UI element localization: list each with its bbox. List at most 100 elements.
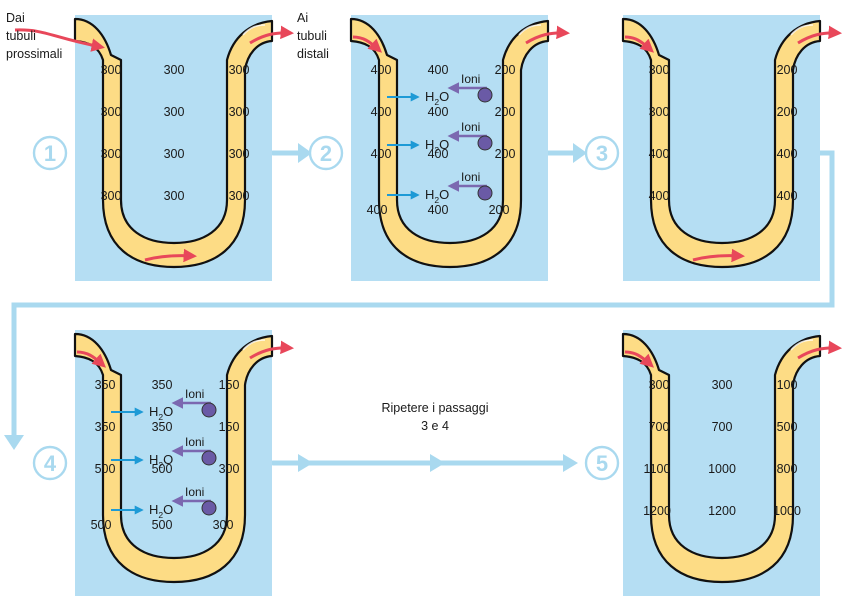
concentration-value: 300 xyxy=(101,105,122,119)
label-repeat: Ripetere i passaggi 3 e 4 xyxy=(381,401,488,433)
concentration-value: 300 xyxy=(649,63,670,77)
concentration-value: 300 xyxy=(101,63,122,77)
concentration-value: 300 xyxy=(164,147,185,161)
concentration-value: 400 xyxy=(367,203,388,217)
water-label: H2O xyxy=(149,502,173,520)
connector-heads xyxy=(4,143,587,472)
concentration-value: 500 xyxy=(777,420,798,434)
concentration-value: 300 xyxy=(164,63,185,77)
concentration-value: 300 xyxy=(649,378,670,392)
water-label: H2O xyxy=(149,404,173,422)
concentration-value: 400 xyxy=(428,147,449,161)
svg-text:tubuli: tubuli xyxy=(6,29,36,43)
concentration-value: 300 xyxy=(164,105,185,119)
concentration-value: 200 xyxy=(777,63,798,77)
svg-text:Ai: Ai xyxy=(297,11,308,25)
water-label: H2O xyxy=(149,452,173,470)
ions-label: Ioni xyxy=(461,120,480,134)
svg-text:prossimali: prossimali xyxy=(6,47,62,61)
concentration-value: 200 xyxy=(495,147,516,161)
svg-text:distali: distali xyxy=(297,47,329,61)
flow-out-arrow xyxy=(525,25,571,45)
ions-label: Ioni xyxy=(461,170,480,184)
concentration-value: 300 xyxy=(219,462,240,476)
concentration-value: 400 xyxy=(649,147,670,161)
ions-label: Ioni xyxy=(185,485,204,499)
step-number-badge: 5 xyxy=(584,445,620,481)
concentration-value: 100 xyxy=(777,378,798,392)
pump-icon xyxy=(201,450,217,466)
step-number-badge: 4 xyxy=(32,445,68,481)
tube-highlight xyxy=(790,24,814,36)
pump-icon xyxy=(477,135,493,151)
concentration-value: 150 xyxy=(219,378,240,392)
concentration-value: 300 xyxy=(101,147,122,161)
concentration-value: 400 xyxy=(428,63,449,77)
ions-label: Ioni xyxy=(461,72,480,86)
step-number: 5 xyxy=(596,451,608,476)
water-label: H2O xyxy=(425,89,449,107)
step-number: 1 xyxy=(44,141,56,166)
concentration-value: 300 xyxy=(229,63,250,77)
concentration-value: 200 xyxy=(777,105,798,119)
ions-label: Ioni xyxy=(185,435,204,449)
concentration-value: 300 xyxy=(229,189,250,203)
step-number: 4 xyxy=(44,451,57,476)
concentration-value: 200 xyxy=(495,63,516,77)
concentration-value: 1200 xyxy=(643,504,671,518)
concentration-value: 500 xyxy=(91,518,112,532)
concentration-value: 400 xyxy=(777,147,798,161)
concentration-value: 800 xyxy=(777,462,798,476)
step-circle xyxy=(584,135,620,171)
step-number-badge: 2 xyxy=(308,135,344,171)
concentration-value: 500 xyxy=(95,462,116,476)
concentration-value: 200 xyxy=(489,203,510,217)
concentration-value: 1100 xyxy=(644,462,671,476)
concentration-value: 300 xyxy=(164,189,185,203)
step-circle xyxy=(308,135,344,171)
concentration-value: 400 xyxy=(371,63,392,77)
concentration-value: 400 xyxy=(428,105,449,119)
water-label: H2O xyxy=(425,137,449,155)
concentration-value: 1000 xyxy=(773,504,801,518)
concentration-value: 500 xyxy=(152,518,173,532)
flow-bottom-arrow xyxy=(144,248,198,263)
label-to-distal: Ai tubuli distali xyxy=(297,11,329,61)
tube-highlight xyxy=(518,24,542,36)
flow-in-arrow xyxy=(352,35,383,53)
concentration-value: 300 xyxy=(649,105,670,119)
concentration-value: 500 xyxy=(152,462,173,476)
flow-out-arrow xyxy=(797,340,843,360)
ions-label: Ioni xyxy=(185,387,204,401)
step-number: 3 xyxy=(596,141,608,166)
pump-icon xyxy=(201,402,217,418)
tube-highlight xyxy=(790,339,814,351)
concentration-value: 300 xyxy=(229,105,250,119)
step-number: 2 xyxy=(320,141,332,166)
concentration-value: 300 xyxy=(229,147,250,161)
concentration-value: 300 xyxy=(213,518,234,532)
concentration-value: 300 xyxy=(101,189,122,203)
concentration-value: 400 xyxy=(371,147,392,161)
concentration-value: 700 xyxy=(649,420,670,434)
flow-out-arrow xyxy=(249,340,295,360)
concentration-value: 350 xyxy=(95,420,116,434)
concentration-value: 350 xyxy=(152,378,173,392)
step-number-badge: 3 xyxy=(584,135,620,171)
step-number-badge: 1 xyxy=(32,135,68,171)
concentration-value: 400 xyxy=(428,203,449,217)
svg-text:3 e 4: 3 e 4 xyxy=(421,419,449,433)
concentration-value: 1000 xyxy=(708,462,736,476)
concentration-value: 350 xyxy=(152,420,173,434)
concentration-value: 700 xyxy=(712,420,733,434)
